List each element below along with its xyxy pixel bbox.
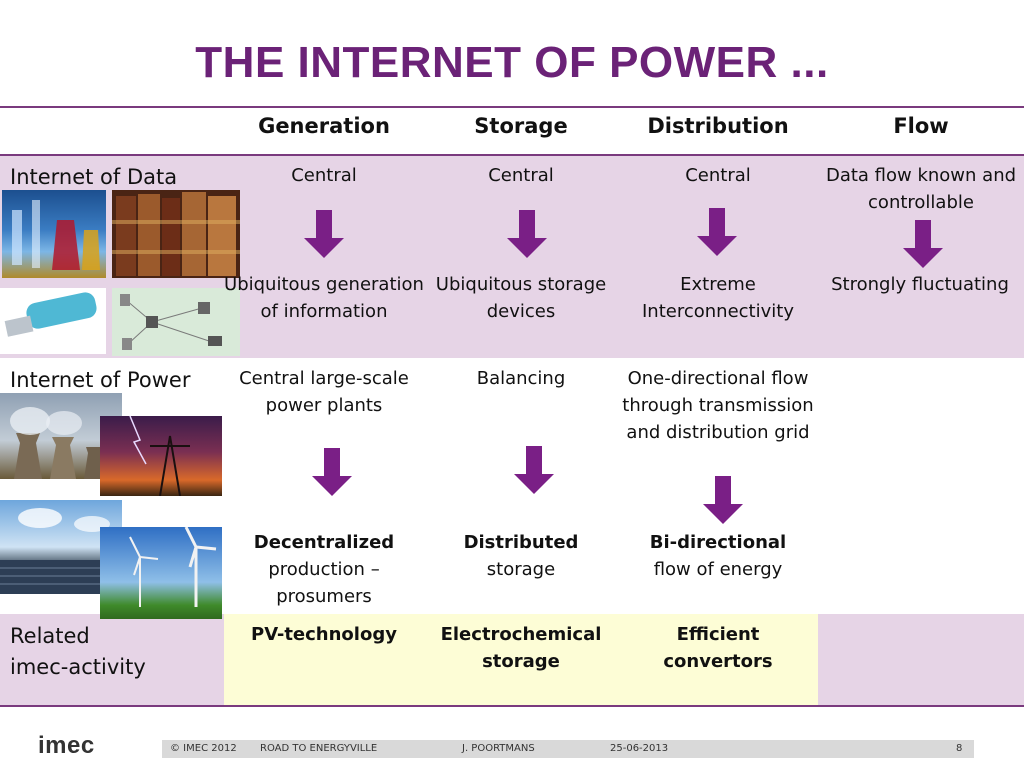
related-storage: Electrochemical storage: [421, 621, 621, 675]
related-generation: PV-technology: [224, 621, 424, 648]
power-generation-to-rest: production – prosumers: [268, 559, 380, 607]
data-storage-to: Ubiquitous storage devices: [435, 274, 607, 322]
footer-date: 25-06-2013: [610, 743, 669, 754]
lab-glassware-graphic: [12, 200, 100, 270]
old-books-graphic: [112, 192, 240, 276]
row-label-internet-of-data: Internet of Data: [10, 165, 178, 189]
data-flow-from: Data flow known and controllable: [825, 165, 1017, 213]
footer-bar: © IMEC 2012 ROAD TO ENERGYVILLE J. POORT…: [162, 740, 974, 758]
data-distribution-from: Central: [685, 165, 751, 186]
row-label-internet-of-power: Internet of Power: [10, 368, 191, 392]
related-distribution-text: Efficient convertors: [663, 624, 773, 672]
wind-turbines-graphic: [129, 527, 217, 607]
related-flow-cell: [818, 614, 1024, 706]
related-storage-text: Electrochemical storage: [440, 624, 602, 672]
power-distribution-from: One-directional flow through transmissio…: [622, 368, 814, 443]
arrow-down-icon: [514, 446, 554, 494]
power-storage-to-bold: Distributed: [463, 532, 579, 553]
power-distribution-to-rest: flow of energy: [653, 559, 783, 580]
data-distribution-to: Extreme Interconnectivity: [642, 274, 794, 322]
row-label-related-line1: Related: [10, 624, 90, 648]
data-storage-from: Central: [488, 165, 554, 186]
table-bottom-rule: [0, 705, 1024, 707]
column-header-flow: Flow: [893, 114, 949, 138]
row-label-related-line2: imec-activity: [10, 655, 146, 679]
power-generation-to-bold: Decentralized: [253, 532, 395, 553]
power-storage-from: Balancing: [476, 368, 566, 389]
column-header-generation: Generation: [258, 114, 390, 138]
power-storage-to-rest: storage: [486, 559, 556, 580]
arrow-down-icon: [507, 210, 547, 258]
power-distribution-to-bold: Bi-directional: [649, 532, 787, 553]
lab-glassware-image: [2, 190, 106, 278]
column-header-storage: Storage: [474, 114, 568, 138]
power-generation-from: Central large-scale power plants: [239, 368, 409, 416]
related-label-cell: [0, 614, 224, 706]
wind-turbines-image: [100, 527, 222, 619]
arrow-down-icon: [703, 476, 743, 524]
footer-copyright: © IMEC 2012: [170, 743, 237, 754]
network-devices-image: [112, 288, 240, 356]
old-books-image: [112, 190, 240, 278]
column-header-distribution: Distribution: [647, 114, 789, 138]
cooling-towers-graphic: [10, 407, 104, 479]
slide-title: THE INTERNET OF POWER ...: [195, 38, 829, 87]
usb-stick-graphic: [4, 292, 97, 337]
power-storage-to: Distributed storage: [421, 529, 621, 583]
arrow-down-icon: [697, 208, 737, 256]
related-activity-cell: [224, 614, 818, 706]
table-top-rule: [0, 106, 1024, 108]
arrow-down-icon: [312, 448, 352, 496]
arrow-down-icon: [304, 210, 344, 258]
usb-stick-image: [0, 288, 106, 354]
footer-author: J. POORTMANS: [462, 743, 535, 754]
related-distribution: Efficient convertors: [638, 621, 798, 675]
data-flow-to: Strongly fluctuating: [831, 274, 1009, 295]
related-generation-text: PV-technology: [251, 624, 397, 645]
data-generation-to: Ubiquitous generation of information: [224, 274, 424, 322]
power-lines-image: [100, 416, 222, 496]
header-rule: [0, 154, 1024, 156]
arrow-down-icon: [903, 220, 943, 268]
data-generation-from: Central: [291, 165, 357, 186]
network-devices-graphic: [120, 294, 222, 350]
footer-event: ROAD TO ENERGYVILLE: [260, 743, 378, 754]
imec-logo: imec: [38, 732, 95, 759]
footer-page-number: 8: [956, 743, 963, 754]
power-lines-graphic: [129, 416, 190, 496]
power-generation-to: Decentralized production – prosumers: [224, 529, 424, 610]
power-distribution-to: Bi-directional flow of energy: [618, 529, 818, 583]
